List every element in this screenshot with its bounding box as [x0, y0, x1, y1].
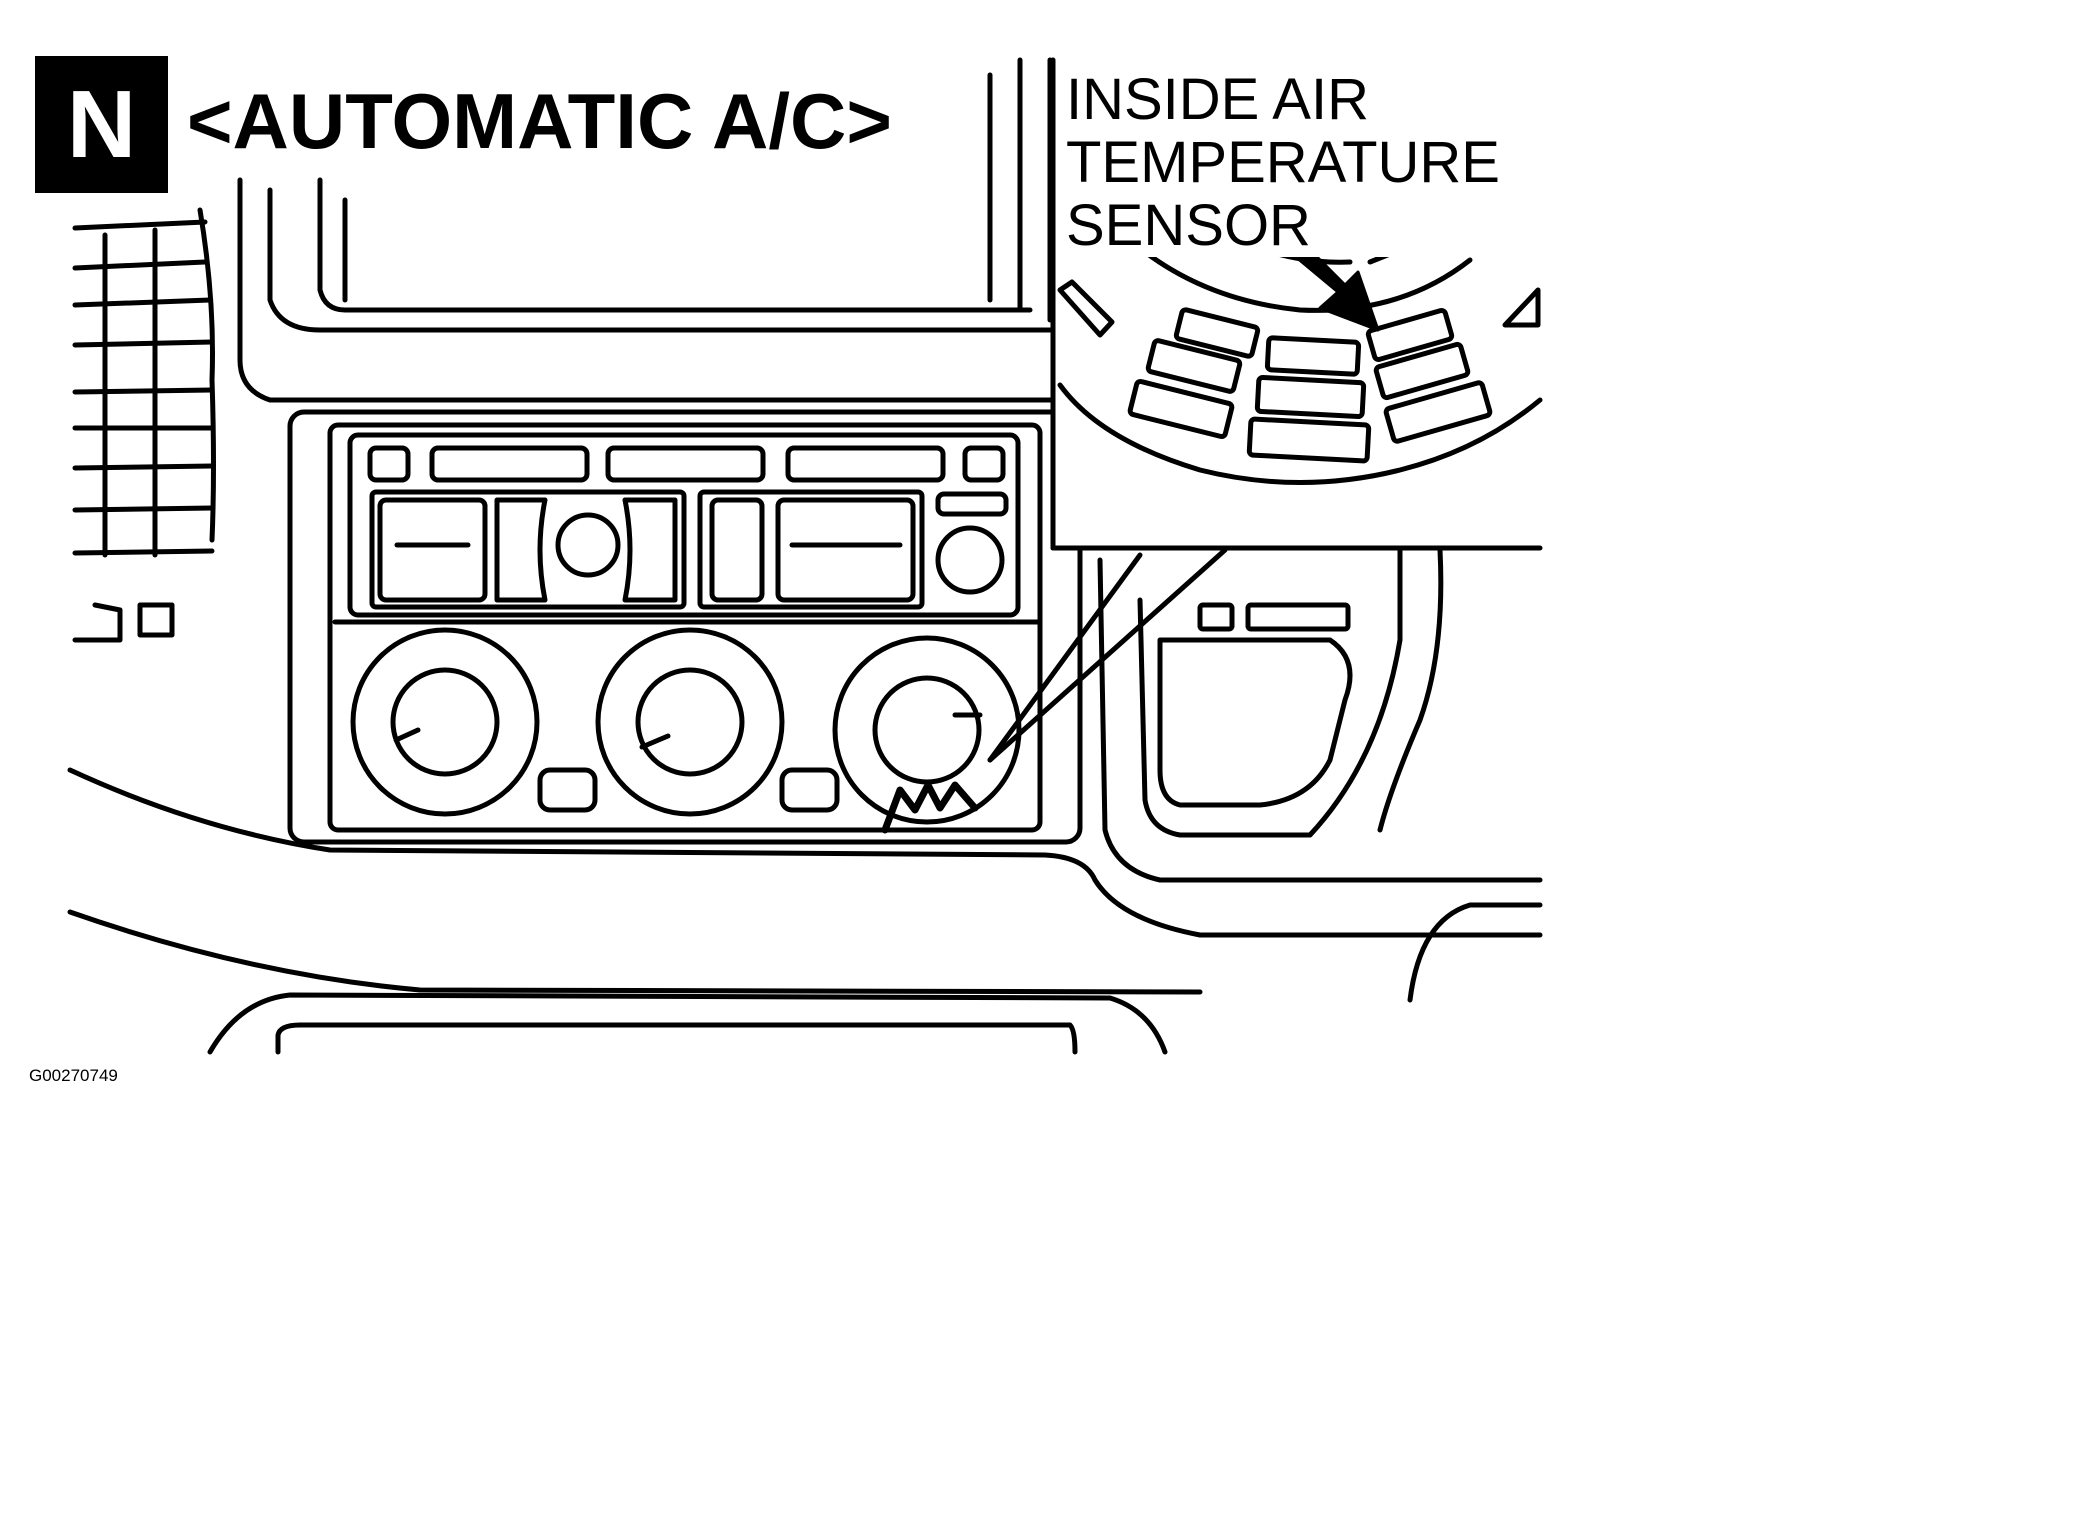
top-button-row	[367, 445, 1006, 483]
sensor-callout: INSIDE AIR TEMPERATURE SENSOR	[1066, 68, 1506, 257]
section-badge: N	[35, 56, 168, 193]
diagram-title: <AUTOMATIC A/C>	[187, 77, 892, 165]
switch-row	[369, 489, 1009, 610]
callout-line-3: SENSOR	[1066, 193, 1311, 258]
callout-line-1: INSIDE AIR	[1066, 67, 1369, 132]
sensor-grille	[1127, 307, 1493, 464]
callout-line-2: TEMPERATURE	[1066, 130, 1500, 195]
rotary-knobs	[350, 627, 1022, 834]
left-vent-louvers	[72, 207, 216, 643]
callout-leader	[987, 547, 1228, 763]
climate-control-frame	[287, 409, 1083, 845]
figure-id: G00270749	[29, 1066, 118, 1085]
lower-dash-curves	[67, 767, 1543, 1055]
dashboard-diagram: N <AUTOMATIC A/C> INSIDE AIR TEMPERATURE…	[29, 56, 1543, 1085]
